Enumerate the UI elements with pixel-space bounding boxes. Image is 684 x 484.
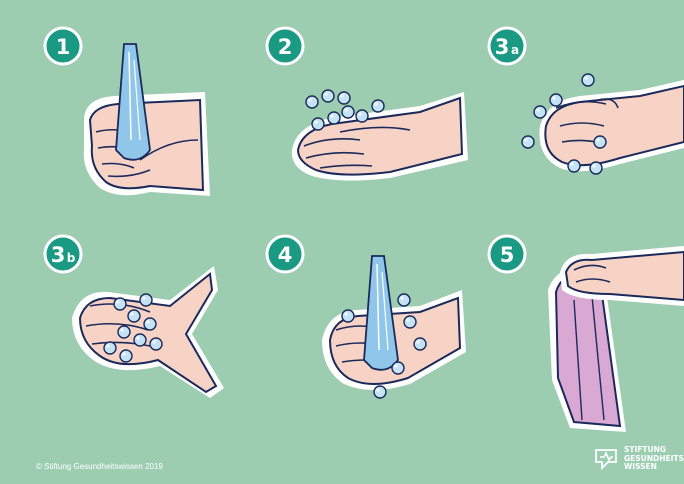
step-5-number: 5: [500, 243, 515, 267]
step-2-number: 2: [278, 35, 293, 59]
interlaced-hands-illustration: [72, 266, 224, 398]
stiftung-logo: STIFTUNG GESUNDHEITS WISSEN: [594, 444, 682, 478]
logo-line-3: WISSEN: [624, 463, 684, 472]
step-4-panel: 4: [267, 236, 466, 398]
step-4-badge: 4: [267, 236, 303, 272]
step-1-badge: 1: [45, 28, 81, 64]
step-3a-badge: 3 a: [489, 28, 525, 64]
step-1-number: 1: [56, 35, 71, 59]
step-3b-panel: 3 b: [45, 236, 224, 398]
step-3b-number: 3: [51, 243, 66, 267]
copyright-footer: © Stiftung Gesundheitswissen 2019: [36, 462, 163, 471]
logo-wordmark: STIFTUNG GESUNDHEITS WISSEN: [624, 446, 684, 472]
step-3a-panel: 3 a: [489, 28, 684, 174]
step-5-panel: 5: [489, 236, 684, 432]
step-3b-suffix: b: [67, 251, 76, 265]
step-1-panel: 1: [45, 28, 210, 196]
logo-mark-icon: [594, 444, 622, 472]
drying-hand-illustration: [560, 246, 684, 306]
step-5-badge: 5: [489, 236, 525, 272]
hand-over-hand-illustration: [539, 80, 684, 171]
step-2-panel: 2: [267, 28, 468, 181]
step-4-number: 4: [278, 243, 293, 267]
step-3b-badge: 3 b: [45, 236, 81, 272]
step-3a-suffix: a: [511, 43, 519, 57]
step-2-badge: 2: [267, 28, 303, 64]
step-3a-number: 3: [495, 35, 510, 59]
